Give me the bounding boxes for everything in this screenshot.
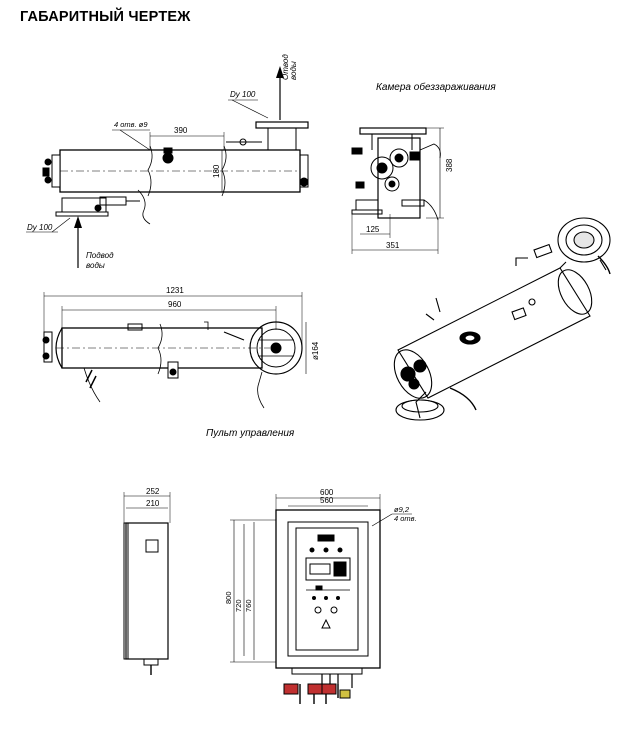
dim-960: 960 [168,300,182,309]
outlet-label-1: Отвод [281,54,290,80]
dim-125: 125 [366,225,380,234]
panel-holes-n: 4 отв. [394,514,417,523]
dim-560: 560 [320,496,334,505]
chamber-top-view [42,292,307,409]
inlet-dy-label: Dy 100 [27,223,53,232]
outlet-label-2: воды [289,61,298,80]
chamber-front-view [26,66,309,268]
chamber-caption: Камера обеззараживания [376,81,496,93]
chamber-isometric-view [393,217,611,421]
dim-800: 800 [224,591,233,604]
dim-720: 720 [234,599,243,612]
dim-1231: 1231 [166,286,184,295]
dim-164: ø164 [311,341,320,360]
dim-600: 600 [320,488,334,497]
inlet-label-1: Подвод [86,251,114,260]
chamber-side-view [351,127,444,254]
outlet-dy-label: Dy 100 [230,90,256,99]
dim-351: 351 [386,241,400,250]
dim-760: 760 [244,599,253,612]
dim-210: 210 [146,499,160,508]
control-panel-front-view [230,494,412,704]
control-panel-side-view [123,492,171,675]
control-caption: Пульт управления [206,428,295,439]
inlet-label-2: воды [86,261,105,270]
holes-label: 4 отв. ø9 [114,120,148,129]
dim-180: 180 [212,164,221,178]
dim-388: 388 [445,158,454,172]
dim-252: 252 [146,487,160,496]
panel-holes-d: ø9,2 [394,505,410,514]
dim-390: 390 [174,126,188,135]
drawing-title: ГАБАРИТНЫЙ ЧЕРТЕЖ [20,9,191,25]
